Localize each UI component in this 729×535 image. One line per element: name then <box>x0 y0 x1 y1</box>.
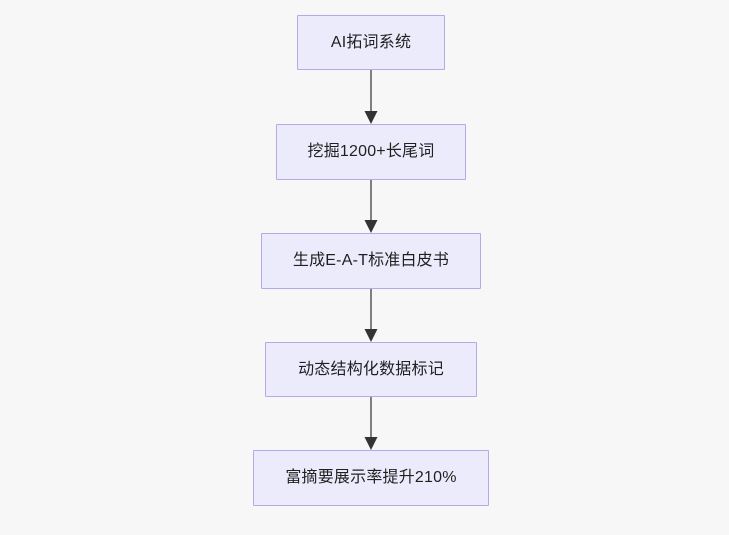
node-label: AI拓词系统 <box>330 33 412 51</box>
node-label: 动态结构化数据标记 <box>298 360 444 378</box>
flowchart-node-mine-longtail-keywords[interactable]: 挖掘1200+长尾词 <box>276 124 466 180</box>
node-label: 富摘要展示率提升210% <box>285 469 457 486</box>
edge-n2-n3 <box>364 180 378 233</box>
arrow-down-icon <box>364 329 378 342</box>
arrow-down-icon <box>364 220 378 233</box>
arrow-down-icon <box>364 111 378 124</box>
node-label: 挖掘1200+长尾词 <box>307 143 435 160</box>
flowchart-node-ai-keyword-system[interactable]: AI拓词系统 <box>297 15 445 70</box>
edge-n1-n2 <box>364 70 378 124</box>
flowchart-node-rich-snippet-impression-increase[interactable]: 富摘要展示率提升210% <box>253 450 489 506</box>
arrow-down-icon <box>364 437 378 450</box>
flowchart-node-dynamic-structured-data-markup[interactable]: 动态结构化数据标记 <box>265 342 477 397</box>
flowchart-node-generate-eat-whitepaper[interactable]: 生成E-A-T标准白皮书 <box>261 233 481 289</box>
edge-n3-n4 <box>364 289 378 342</box>
edge-n4-n5 <box>364 397 378 450</box>
node-label: 生成E-A-T标准白皮书 <box>292 252 450 269</box>
